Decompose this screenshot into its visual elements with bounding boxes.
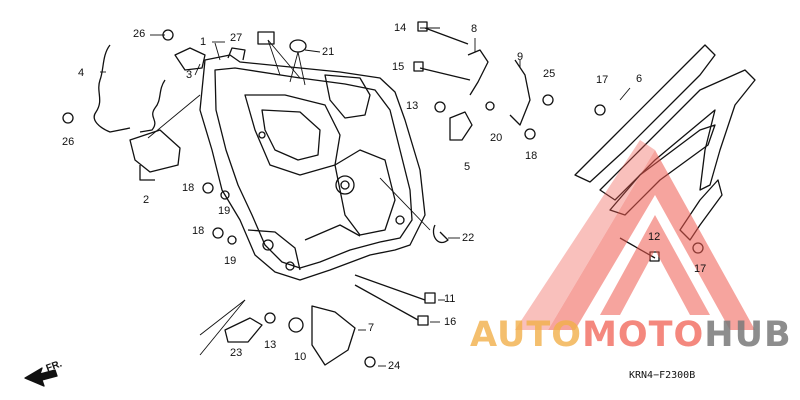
callout-9: 9	[517, 51, 524, 63]
bracket-2-tab	[139, 165, 155, 181]
bracket-3	[174, 47, 206, 71]
callout-18-left: 18	[182, 182, 195, 194]
callout-25: 25	[543, 68, 556, 80]
callout-5: 5	[464, 161, 471, 173]
callout-13-top: 13	[406, 100, 419, 112]
callout-4: 4	[78, 67, 85, 79]
leader-lines	[100, 27, 631, 367]
callout-14: 14	[394, 22, 407, 34]
callout-26-top: 26	[133, 28, 146, 40]
watermark-moto: MOTO	[582, 315, 705, 355]
bracket-9	[509, 59, 531, 126]
bracket-2	[129, 129, 181, 173]
callout-19-lower: 19	[224, 255, 237, 267]
callout-26-bottom: 26	[62, 136, 75, 148]
clamp-23	[224, 317, 263, 343]
guard-7	[311, 305, 356, 366]
callout-17-bottom: 17	[694, 263, 707, 275]
callout-24: 24	[388, 360, 401, 372]
watermark-hub: HUB	[704, 315, 792, 355]
callout-18-right: 18	[525, 150, 538, 162]
bracket-8	[467, 49, 489, 96]
watermark-logo: AUTOMOTOHUB	[470, 318, 792, 353]
callout-21: 21	[322, 46, 335, 58]
callout-27: 27	[230, 32, 243, 44]
callout-7: 7	[368, 322, 375, 334]
callout-19-upper: 19	[218, 205, 231, 217]
callout-23: 23	[230, 347, 243, 359]
callout-18-lower: 18	[192, 225, 205, 237]
callout-6: 6	[636, 73, 643, 85]
watermark-auto: AUTO	[470, 315, 583, 355]
callout-8: 8	[471, 23, 478, 35]
callout-20: 20	[490, 132, 503, 144]
callout-1: 1	[200, 36, 207, 48]
callout-11: 11	[444, 293, 456, 305]
long-bolts	[354, 21, 660, 326]
callout-12: 12	[648, 231, 661, 243]
wire-harness	[93, 44, 166, 133]
callout-16: 16	[444, 316, 457, 328]
diagram-code: KRN4−F2300B	[629, 370, 696, 381]
callout-10: 10	[294, 351, 307, 363]
callout-15: 15	[392, 61, 405, 73]
callout-13-bottom: 13	[264, 339, 277, 351]
front-arrow-icon	[24, 367, 58, 387]
main-frame	[199, 47, 426, 281]
callout-2: 2	[143, 194, 150, 206]
callout-22: 22	[462, 232, 475, 244]
watermark-triangle-icon	[515, 140, 755, 330]
callout-3: 3	[186, 69, 193, 81]
callout-17-top: 17	[596, 74, 609, 86]
clamp-5	[449, 111, 473, 141]
